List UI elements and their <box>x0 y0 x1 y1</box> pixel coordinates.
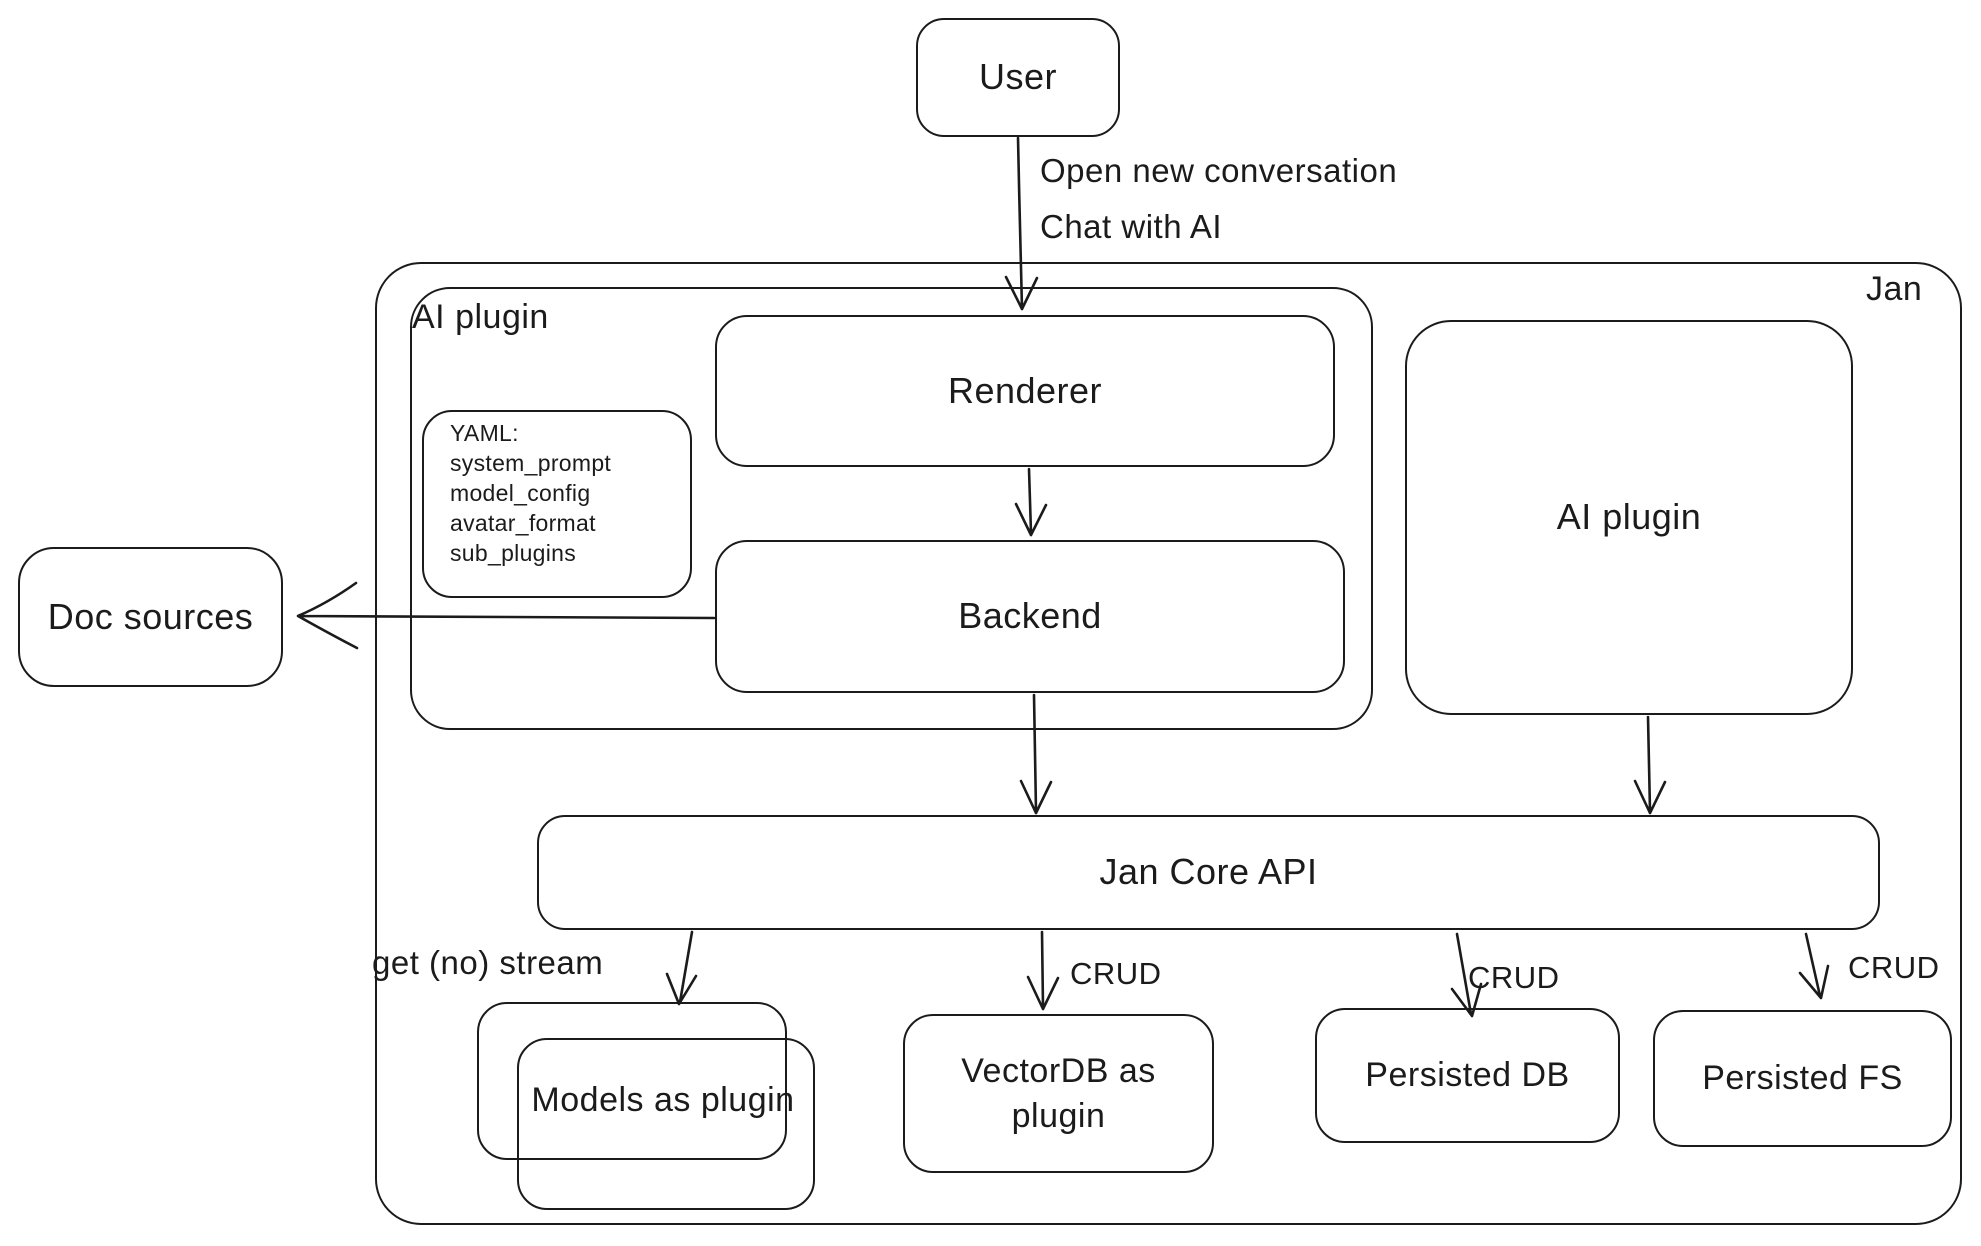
yaml-line: sub_plugins <box>450 540 577 566</box>
persisted-fs-node: Persisted FS <box>1653 1010 1952 1147</box>
edge-label-open-conversation: Open new conversation <box>1040 152 1398 189</box>
user-node-label: User <box>978 56 1057 98</box>
jan-core-api-label: Jan Core API <box>1099 851 1318 893</box>
vectordb-plugin-node: VectorDB as plugin <box>903 1014 1214 1173</box>
persisted-fs-label: Persisted FS <box>1702 1059 1903 1098</box>
models-plugin-node <box>517 1038 815 1210</box>
jan-container-label: Jan <box>1866 270 1923 308</box>
edge-label-chat-with-ai: Chat with AI <box>1040 208 1223 245</box>
ai-plugin-right-label: AI plugin <box>1556 496 1702 538</box>
edge-label-crud-vectordb: CRUD <box>1070 956 1162 991</box>
jan-container <box>375 262 1962 1225</box>
models-plugin-node-outer <box>477 1002 787 1160</box>
ai-plugin-left-label: AI plugin <box>412 298 549 336</box>
yaml-line: model_config <box>450 480 591 506</box>
backend-node-label: Backend <box>958 595 1102 637</box>
edge-label-get-no-stream: get (no) stream <box>372 944 604 981</box>
yaml-line: avatar_format <box>450 510 596 536</box>
edge-label-crud-persisted-db: CRUD <box>1468 960 1560 995</box>
user-node: User <box>916 18 1120 137</box>
doc-sources-label: Doc sources <box>47 595 254 637</box>
ai-plugin-right-node: AI plugin <box>1405 320 1853 715</box>
persisted-db-node: Persisted DB <box>1315 1008 1620 1143</box>
models-plugin-label: Models as plugin <box>531 1081 795 1119</box>
renderer-node: Renderer <box>715 315 1335 467</box>
ai-plugin-left-container <box>410 287 1373 730</box>
yaml-line: YAML: <box>450 420 519 446</box>
vectordb-plugin-label: VectorDB as plugin <box>961 1052 1156 1135</box>
persisted-db-label: Persisted DB <box>1365 1056 1570 1095</box>
yaml-note-text: YAML: system_prompt model_config avatar_… <box>450 418 680 568</box>
yaml-line: system_prompt <box>450 450 612 476</box>
renderer-node-label: Renderer <box>947 369 1103 411</box>
jan-core-api-node: Jan Core API <box>537 815 1880 930</box>
backend-node: Backend <box>715 540 1345 693</box>
doc-sources-node: Doc sources <box>18 547 283 687</box>
edge-label-crud-persisted-fs: CRUD <box>1848 950 1940 985</box>
